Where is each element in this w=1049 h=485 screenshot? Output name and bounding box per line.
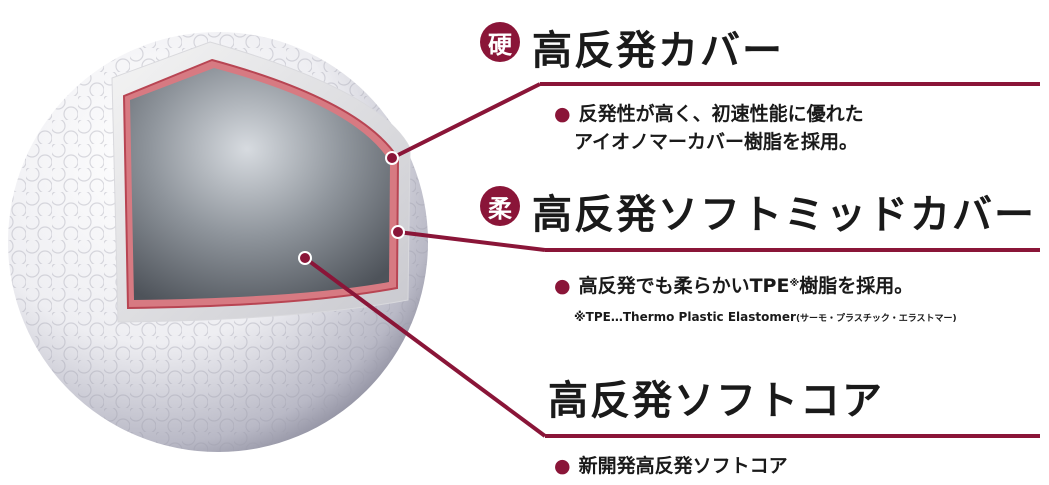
leader-line-mid: [391, 225, 1040, 252]
tpe-footnote: ※TPE…Thermo Plastic Elastomer(サーモ・プラスチック…: [574, 310, 957, 324]
core-title: 高反発ソフトコア: [548, 378, 884, 424]
bullet-icon: ●: [554, 275, 571, 297]
leader-line-cover: [385, 82, 1040, 165]
cover-title: 高反発カバー: [532, 28, 784, 74]
mid-cover-title: 高反発ソフトミッドカバー: [532, 192, 1036, 238]
soft-badge: 柔: [480, 186, 520, 226]
bullet-icon: ●: [554, 103, 571, 125]
leader-line-core: [298, 251, 1040, 438]
core-description: ●新開発高反発ソフトコア: [554, 455, 788, 477]
ball-cutaway: [111, 41, 411, 323]
mid-cover-description: ●高反発でも柔らかいTPE※樹脂を採用。: [554, 275, 914, 297]
bullet-icon: ●: [554, 455, 571, 477]
cover-description: ●反発性が高く、初速性能に優れた アイオノマーカバー樹脂を採用。: [554, 103, 864, 153]
hard-badge: 硬: [480, 22, 520, 62]
